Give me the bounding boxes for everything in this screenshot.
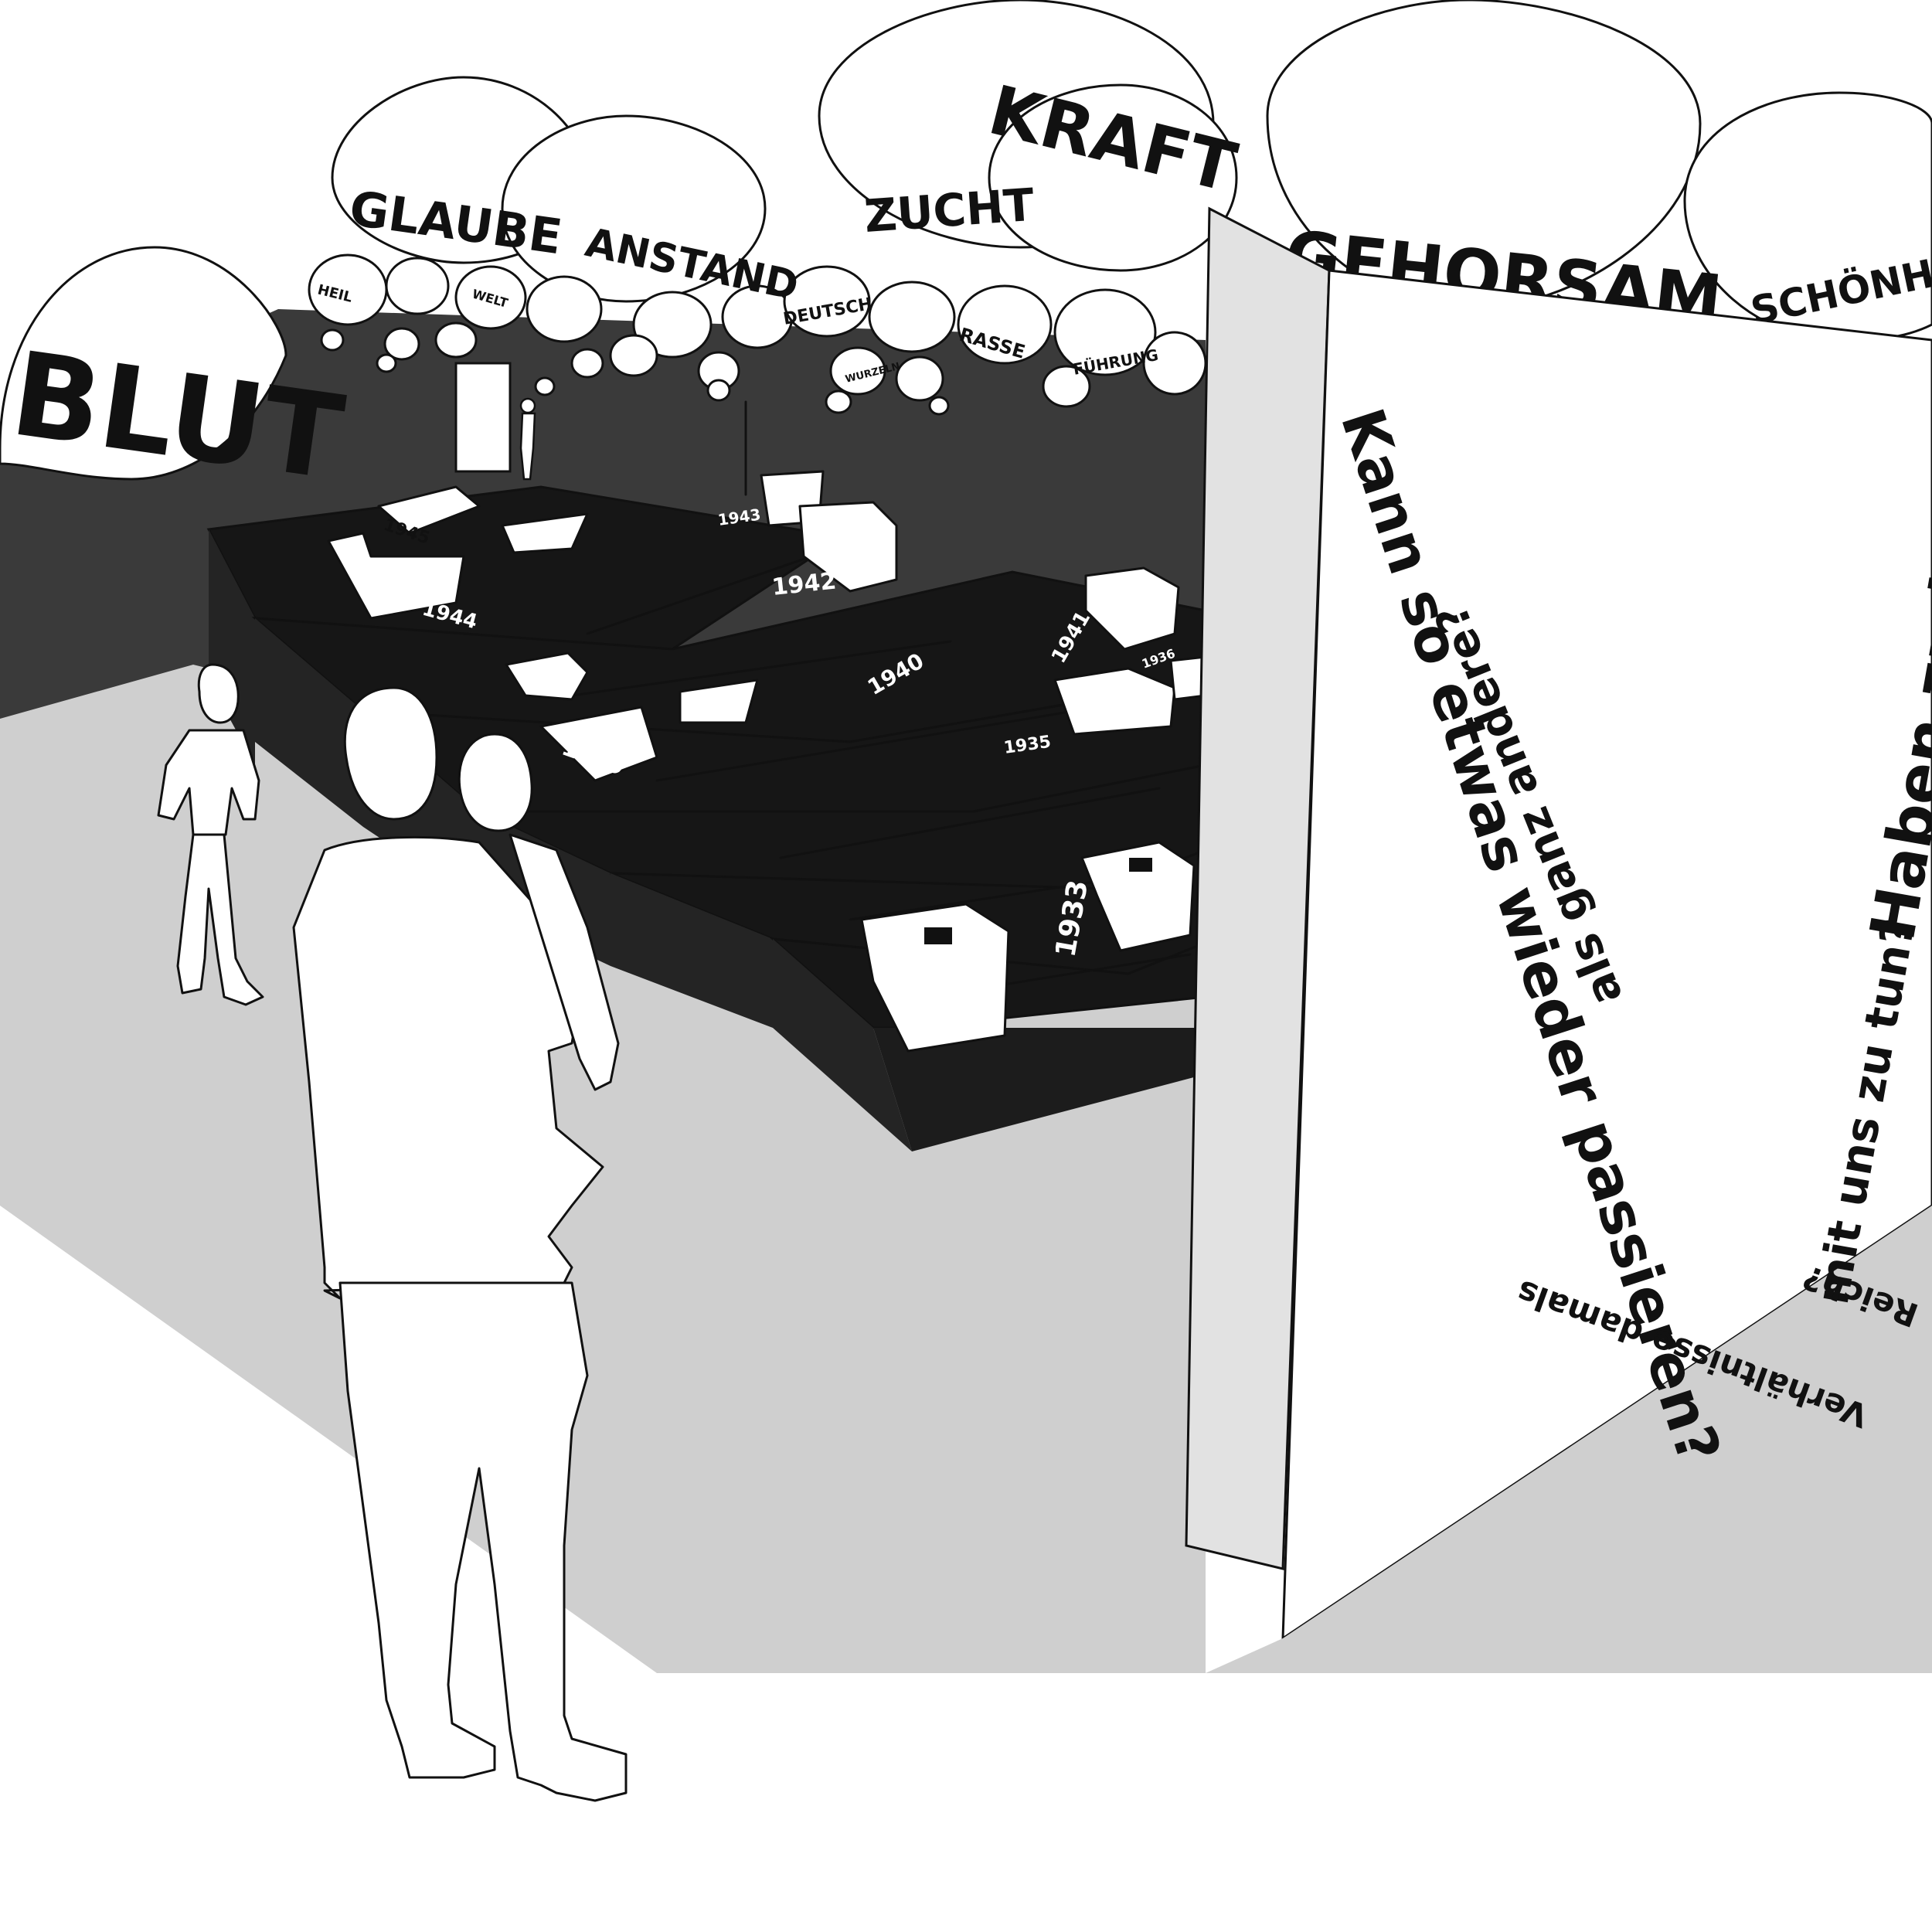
balloon-word-zucht: ZUCHT <box>862 179 1036 243</box>
visitor-woman <box>157 663 264 1006</box>
year-1942: 1942 <box>770 567 838 601</box>
balloons <box>0 0 1932 481</box>
question-wall: Kann so etwas wieder passieren? als ganz… <box>1206 269 1932 1673</box>
door-frame <box>454 362 747 496</box>
plinths <box>327 470 1207 1053</box>
visitor-man-with-child <box>292 686 628 1802</box>
pillar <box>1185 206 1331 1570</box>
small-figure <box>519 397 536 481</box>
